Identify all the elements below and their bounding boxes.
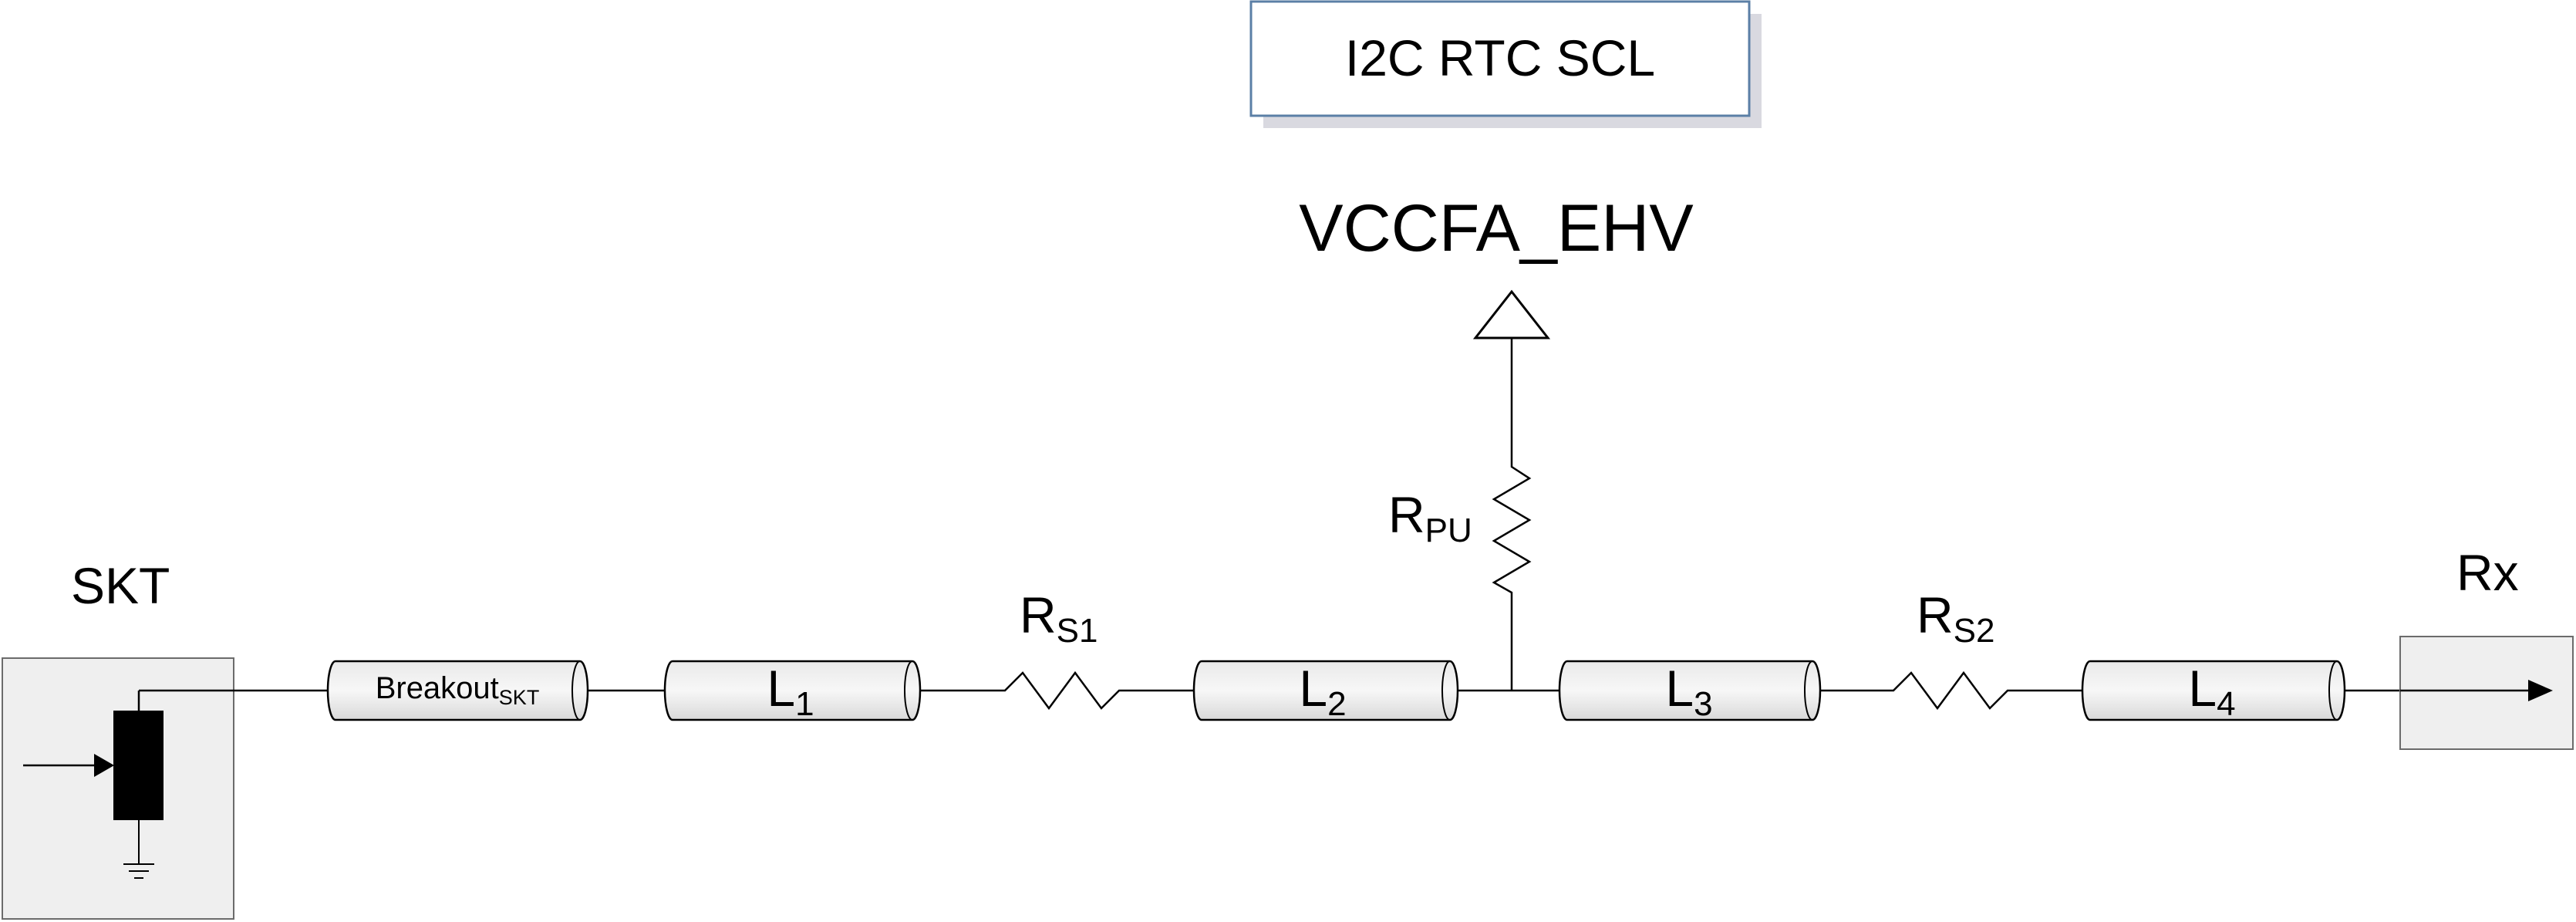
receiver-label: Rx: [2456, 544, 2519, 601]
segment-l1: L1: [663, 660, 922, 723]
driver-block: [113, 711, 164, 820]
pullup-label: RPU: [1388, 486, 1472, 549]
signal-net: [139, 670, 2400, 711]
series-resistor-1-label: RS1: [1020, 586, 1098, 650]
series-resistor-2-label: RS2: [1917, 586, 1995, 650]
ground-icon: [123, 863, 154, 879]
segment-l3-label: L3: [1665, 660, 1712, 723]
segment-l4-label: L4: [2188, 660, 2235, 723]
segment-l2: L2: [1192, 660, 1459, 723]
segment-breakout: BreakoutSKT: [326, 660, 589, 721]
supply-label: VCCFA_EHV: [1299, 191, 1693, 265]
diagram-title: I2C RTC SCL: [1345, 29, 1655, 86]
segment-l2-label: L2: [1299, 660, 1346, 723]
receiver-arrow-icon: [2528, 680, 2553, 701]
pullup-resistor: [1492, 338, 1532, 691]
supply-triangle-icon: [1472, 289, 1551, 339]
title-box-frame: [1249, 0, 1751, 117]
socket-box: [2, 657, 234, 920]
source-label: SKT: [71, 557, 170, 614]
receiver-box: [2399, 636, 2574, 750]
segment-l4: L4: [2081, 660, 2346, 723]
segment-breakout-label: BreakoutSKT: [376, 671, 540, 709]
title-box: I2C RTC SCL: [1249, 0, 1762, 128]
socket-input-arrow-icon: [94, 754, 114, 777]
segment-l1-label: L1: [767, 660, 814, 723]
segment-l3: L3: [1558, 660, 1822, 723]
